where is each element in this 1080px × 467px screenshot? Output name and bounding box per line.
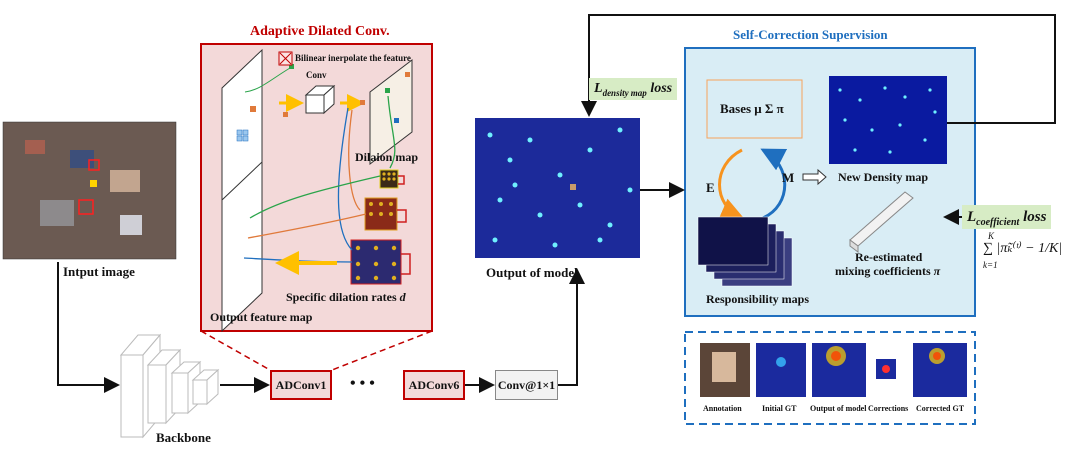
backbone-blocks (119, 333, 220, 439)
thumb-label-corrections: Corrections (868, 404, 909, 413)
specific-rates-label: Specific dilation rates d (286, 290, 406, 304)
conv1x1-box: Conv@1×1 (495, 370, 558, 400)
density-loss-tag: Ldensity map loss (589, 78, 678, 100)
scs-title: Self-Correction Supervision (733, 27, 888, 42)
backbone-label: Backbone (156, 430, 211, 445)
coef-loss-tag: Lcoefficient loss (962, 205, 1052, 229)
responsibility-label: Responsibility maps (706, 292, 810, 306)
reestimated-label-2: mixing coefficients π (835, 264, 941, 278)
dilation-map-label: Dilaion map (355, 150, 419, 164)
conv-label: Conv (306, 70, 327, 80)
output-of-model-label: Output of model (486, 265, 578, 280)
adc-title: Adaptive Dilated Conv. (250, 24, 390, 39)
output-heatmap (475, 118, 640, 258)
reestimated-label-1: Re-estimated (855, 250, 923, 264)
thumb-label-corrected-gt: Corrected GT (916, 404, 965, 413)
adconv1-box: ADConv1 (270, 370, 332, 400)
thumb-label-output-model: Output of model (810, 404, 867, 413)
adconv6-box: ADConv6 (403, 370, 465, 400)
input-image-label: Intput image (63, 264, 135, 279)
formula-bottom: k=1 (983, 260, 998, 270)
output-feature-label: Output feature map (210, 310, 313, 324)
new-density-label: New Density map (838, 170, 928, 184)
thumb-label-annotation: Annotation (703, 404, 742, 413)
new-density-map (829, 76, 947, 164)
formula-top: K (988, 231, 995, 241)
ellipsis: • • • (350, 375, 375, 392)
e-label: E (706, 180, 715, 195)
thumb-label-initial-gt: Initial GT (762, 404, 797, 413)
bilinear-label: Bilinear inerpolate the feature (295, 53, 411, 63)
bases-label: Bases μ Σ π (720, 101, 784, 116)
formula: ∑ |π̃ₖ⁽ᵗ⁾ − 1/K| (983, 241, 1063, 256)
m-label: M (782, 170, 795, 185)
thumb-initial-gt (756, 343, 806, 397)
bases-box (706, 79, 803, 139)
